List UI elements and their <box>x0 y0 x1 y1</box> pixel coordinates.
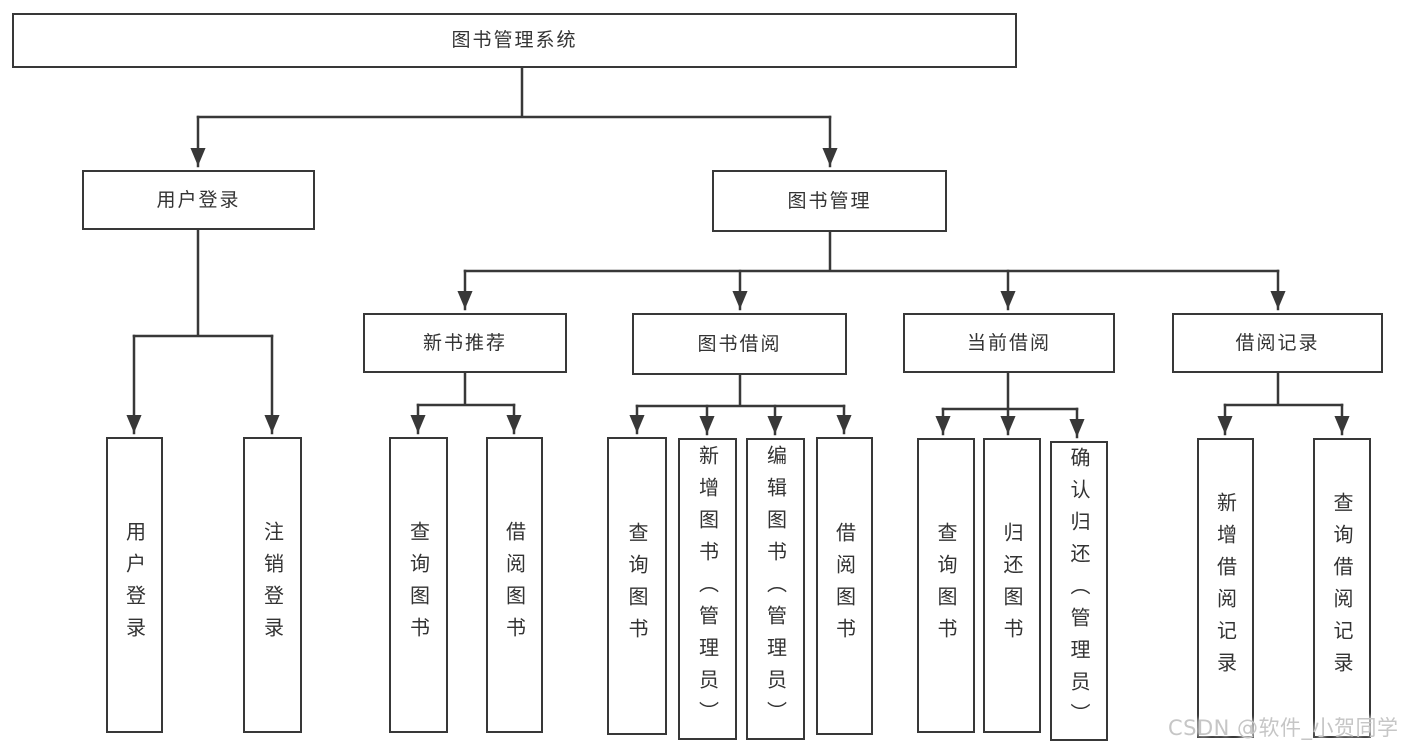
node-current-borrow: 当前借阅 <box>903 313 1115 373</box>
node-book-borrow: 图书借阅 <box>632 313 847 375</box>
leaf-user-login: 用户登录 <box>106 437 163 733</box>
leaf-borrow-books: 借阅图书 <box>816 437 873 735</box>
node-user-login: 用户登录 <box>82 170 315 230</box>
leaf-add-borrow-record: 新增借阅记录 <box>1197 438 1254 738</box>
leaf-edit-books-admin: 编辑图书（管理员） <box>746 438 805 740</box>
csdn-watermark: CSDN @软件_小贺同学 <box>1168 716 1399 740</box>
leaf-logout: 注销登录 <box>243 437 302 733</box>
leaf-query-borrow-record: 查询借阅记录 <box>1313 438 1371 738</box>
leaf-add-books-admin: 新增图书（管理员） <box>678 438 737 740</box>
node-borrow-records: 借阅记录 <box>1172 313 1383 373</box>
node-book-management-system: 图书管理系统 <box>12 13 1017 68</box>
leaf-query-books-borrow: 查询图书 <box>607 437 667 735</box>
leaf-confirm-return-admin: 确认归还（管理员） <box>1050 441 1108 741</box>
leaf-return-books: 归还图书 <box>983 438 1041 733</box>
leaf-borrow-books-recommend: 借阅图书 <box>486 437 543 733</box>
node-book-management: 图书管理 <box>712 170 947 232</box>
node-new-book-recommend: 新书推荐 <box>363 313 567 373</box>
leaf-query-books-recommend: 查询图书 <box>389 437 448 733</box>
leaf-query-books-current: 查询图书 <box>917 438 975 733</box>
